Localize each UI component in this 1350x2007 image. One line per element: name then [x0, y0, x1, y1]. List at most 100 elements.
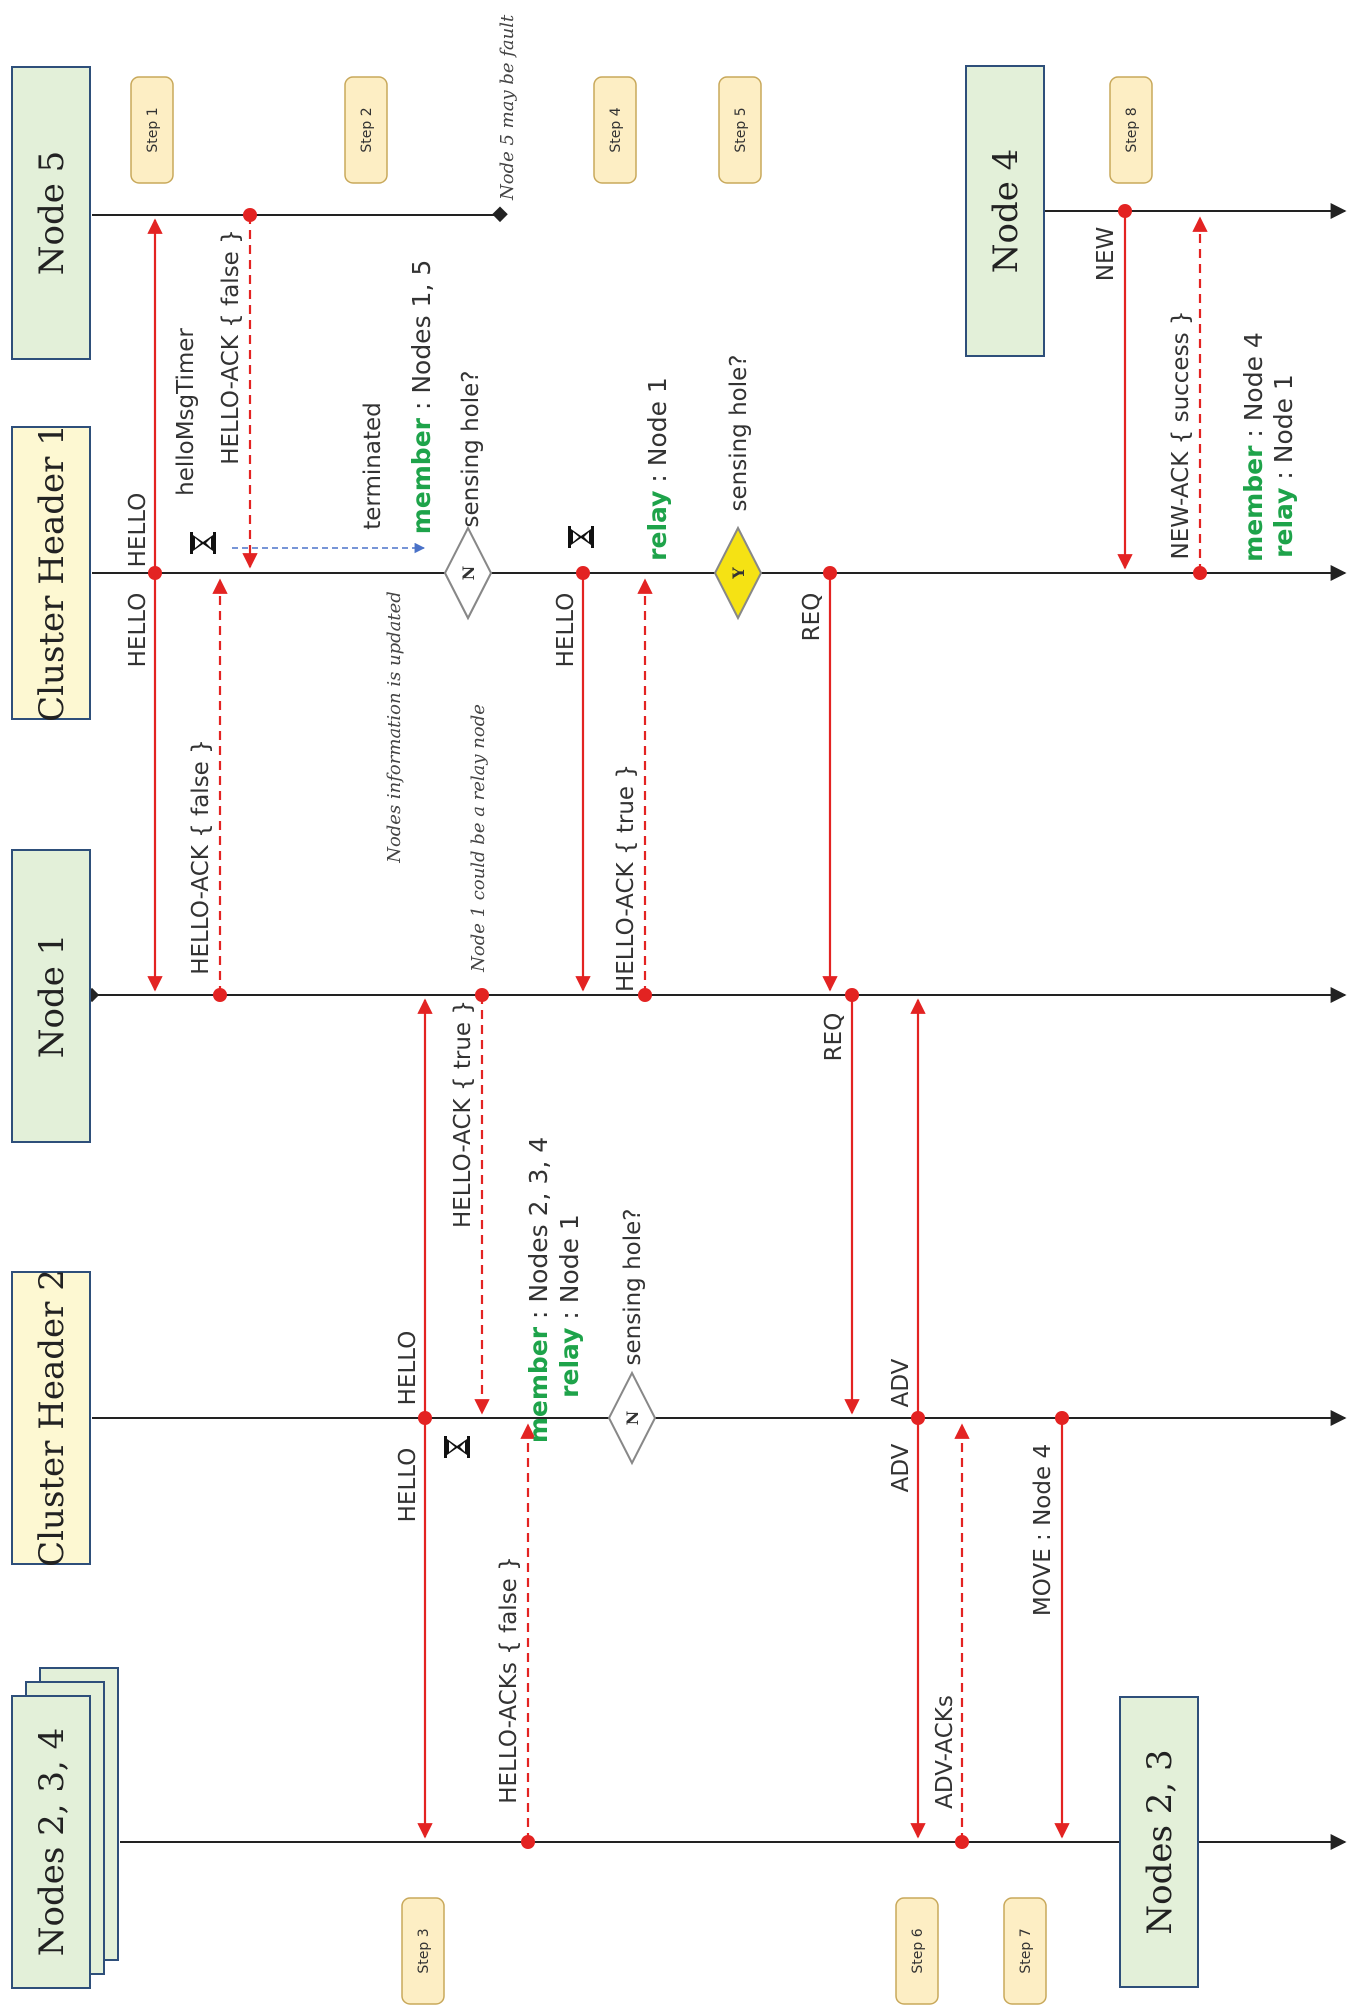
decision-node-y-ch1: Y	[713, 525, 763, 621]
note-node1-relay: Node 1 could be a relay node	[468, 704, 489, 973]
svg-text:Step 6: Step 6	[910, 1928, 926, 1973]
label-hello-ch1-node1: HELLO	[125, 593, 151, 668]
svg-text:Step 3: Step 3	[416, 1928, 432, 1973]
label-adv-1: ADV	[888, 1358, 914, 1407]
dot	[1118, 204, 1132, 218]
note-node5-fault: Node 5 may be fault	[497, 14, 518, 201]
label-sensing-hole-2: sensing hole?	[726, 355, 752, 512]
label-member-node4: member : Node 4	[1239, 332, 1268, 562]
label-relay-node1-ch2: relay : Node 1	[555, 1214, 584, 1398]
dot	[1193, 566, 1207, 580]
label-adv-acks: ADV-ACKs	[932, 1695, 958, 1809]
label-req-1: REQ	[799, 593, 825, 642]
arrows	[147, 211, 1208, 1842]
lane-node5-label: Node 5	[32, 151, 72, 276]
dot	[418, 1411, 432, 1425]
dot	[1055, 1411, 1069, 1425]
value-member: : Nodes 1, 5	[407, 260, 436, 418]
dot	[475, 988, 489, 1002]
lifelines	[84, 203, 1347, 1850]
decision-node-n-ch1: N	[443, 525, 493, 621]
svg-text:Step 7: Step 7	[1018, 1928, 1034, 1973]
label-sensing-hole-1: sensing hole?	[458, 371, 484, 528]
dot	[213, 988, 227, 1002]
svg-text:Step 8: Step 8	[1124, 107, 1140, 152]
step-2: Step 2	[344, 76, 388, 184]
label-relay-node1-ch1: relay : Node 1	[643, 377, 672, 561]
lane-ch1: Cluster Header 1	[11, 424, 91, 722]
label-hello-ch1-node5: HELLO	[125, 493, 151, 568]
keyword-relay: relay	[555, 1328, 584, 1398]
svg-text:N: N	[623, 1411, 642, 1426]
svg-text:Step 2: Step 2	[359, 107, 375, 152]
lane-node1: Node 1	[11, 849, 91, 1143]
lane-nodes234: Nodes 2, 3, 4	[11, 1667, 119, 1989]
lane-ch2: Cluster Header 2	[11, 1269, 91, 1567]
lane-nodes23: Nodes 2, 3	[1119, 1696, 1199, 1988]
label-member-nodes-2-3-4: member : Nodes 2, 3, 4	[524, 1137, 553, 1443]
notes: Node 5 may be fault Nodes information is…	[384, 14, 518, 973]
label-hello-msg-timer: helloMsgTimer	[173, 328, 199, 496]
label-req-2: REQ	[821, 1013, 847, 1062]
keyword-relay: relay	[643, 491, 672, 561]
step-5: Step 5	[718, 76, 762, 184]
keyword-relay: relay	[1269, 488, 1298, 558]
keyword-member: member	[1239, 445, 1268, 562]
lane-ch1-label: Cluster Header 1	[32, 424, 72, 722]
label-terminated: terminated	[360, 402, 386, 529]
value-member: : Node 4	[1239, 332, 1268, 445]
dot	[521, 1835, 535, 1849]
hourglass-icon	[568, 526, 594, 548]
step-3: Step 3	[401, 1897, 445, 2005]
origin-dots	[148, 204, 1207, 1849]
step-badges: Step 1 Step 2 Step 4 Step 5 Step 8 Step …	[130, 76, 1153, 2005]
label-helloack-ch2-true: HELLO-ACK { true }	[450, 1000, 476, 1228]
label-helloack-node1-true: HELLO-ACK { true }	[613, 764, 639, 992]
hourglass-icon	[444, 1436, 470, 1458]
label-new: NEW	[1093, 227, 1119, 281]
message-labels: HELLO HELLO helloMsgTimer HELLO-ACK { fa…	[125, 227, 1298, 1809]
step-8: Step 8	[1109, 76, 1153, 184]
label-hello-ch2-node1: HELLO	[395, 1331, 421, 1406]
keyword-member: member	[524, 1326, 553, 1443]
value-member: : Nodes 2, 3, 4	[524, 1137, 553, 1327]
value-relay: : Node 1	[643, 377, 672, 490]
label-move-node4: MOVE : Node 4	[1030, 1444, 1056, 1616]
decisions: N Y N	[443, 525, 763, 1466]
svg-text:Y: Y	[729, 567, 748, 580]
dot	[638, 988, 652, 1002]
label-hello-ch2-nodes234: HELLO	[395, 1448, 421, 1523]
label-relay-node1-step8: relay : Node 1	[1269, 374, 1298, 558]
label-helloacks-false: HELLO-ACKs { false }	[496, 1556, 522, 1804]
step-6: Step 6	[895, 1897, 939, 2005]
dot	[955, 1835, 969, 1849]
lane-node4-label: Node 4	[986, 149, 1026, 274]
lane-ch2-label: Cluster Header 2	[32, 1269, 72, 1567]
keyword-member: member	[407, 417, 436, 534]
label-sensing-hole-3: sensing hole?	[620, 1209, 646, 1366]
step-7: Step 7	[1003, 1897, 1047, 2005]
svg-text:Step 4: Step 4	[608, 107, 624, 152]
label-member-nodes-1-5: member : Nodes 1, 5	[407, 260, 436, 535]
label-helloack-node1-false: HELLO-ACK { false }	[188, 739, 214, 975]
svg-text:Step 1: Step 1	[145, 107, 161, 152]
step-4: Step 4	[593, 76, 637, 184]
lane-node1-label: Node 1	[32, 934, 72, 1059]
lane-boxes: Node 5 Cluster Header 1 Node 1 Cluster H…	[11, 65, 1199, 1989]
decision-node-n-ch2: N	[607, 1370, 657, 1466]
lane-node4: Node 4	[965, 65, 1045, 357]
dot	[148, 566, 162, 580]
lane-nodes234-label: Nodes 2, 3, 4	[32, 1728, 72, 1957]
lane-nodes23-label: Nodes 2, 3	[1140, 1749, 1180, 1934]
label-helloack-node5-false: HELLO-ACK { false }	[218, 229, 244, 465]
dot	[243, 208, 257, 222]
dot	[911, 1411, 925, 1425]
svg-text:Step 5: Step 5	[733, 107, 749, 152]
lane-node5: Node 5	[11, 66, 91, 360]
value-relay: : Node 1	[555, 1214, 584, 1327]
dot	[823, 566, 837, 580]
note-nodes-info-updated: Nodes information is updated	[384, 591, 405, 864]
label-adv-2: ADV	[888, 1443, 914, 1492]
